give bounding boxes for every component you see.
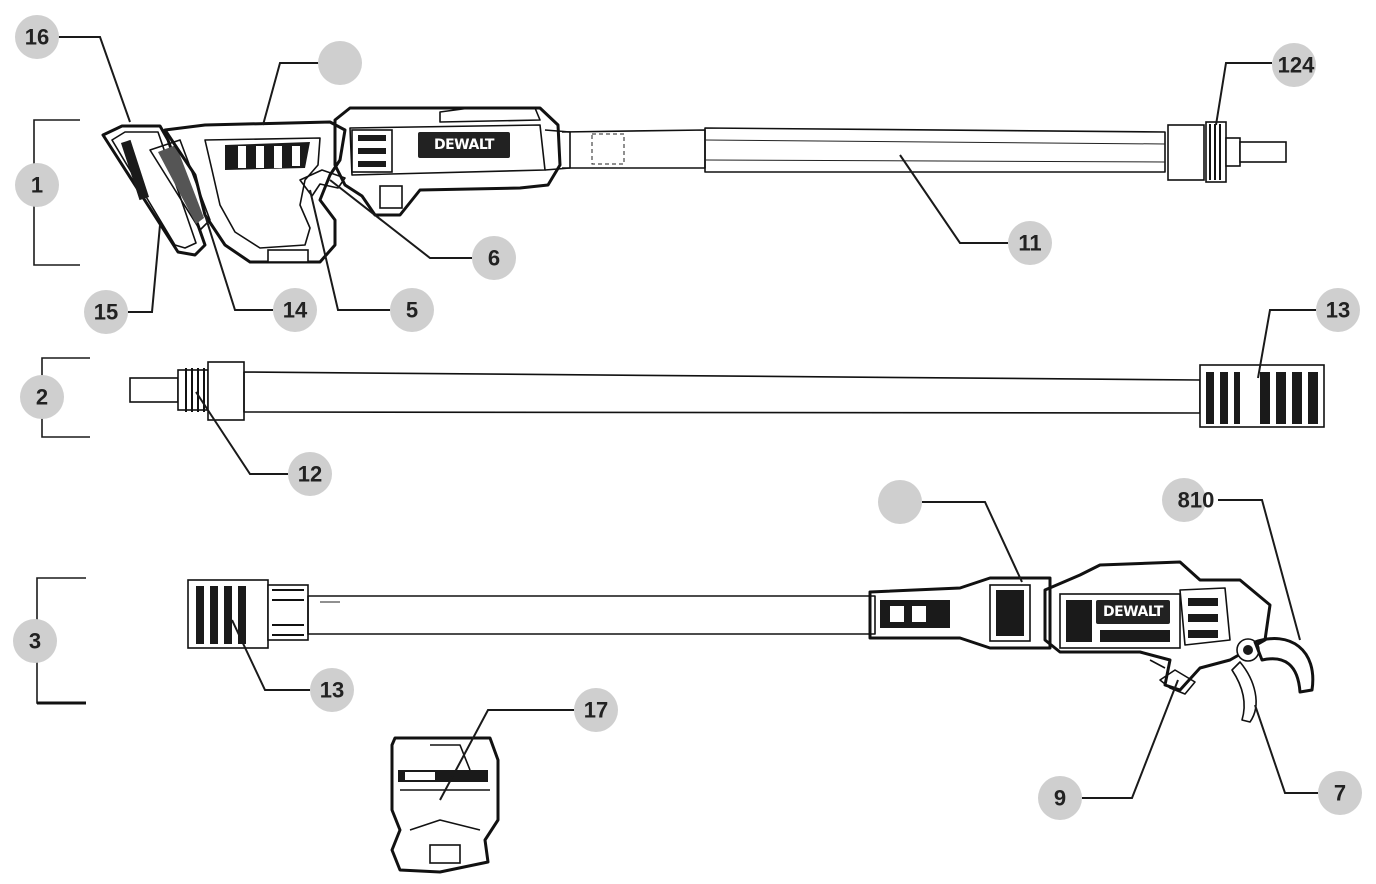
svg-text:810: 810: [1178, 488, 1215, 513]
svg-text:124: 124: [1278, 53, 1315, 78]
callout-17: 17: [574, 688, 618, 732]
callout-blank-top: [318, 41, 362, 85]
svg-text:12: 12: [298, 462, 322, 487]
callout-13-bottom: 13: [310, 668, 354, 712]
callout-blank-bottom: [878, 480, 922, 524]
group-1-bracket: 1: [15, 119, 80, 266]
power-handle-assembly: DEWALT: [101, 106, 1287, 264]
group-3-bracket: 3: [13, 577, 86, 705]
svg-text:5: 5: [406, 298, 418, 323]
svg-text:17: 17: [584, 698, 608, 723]
callout-12: 12: [288, 452, 332, 496]
svg-text:15: 15: [94, 300, 118, 325]
callout-14: 14: [273, 288, 317, 332]
extension-pole: [129, 361, 1325, 428]
callout-124: 124: [1272, 43, 1316, 87]
callout-810: 810: [1162, 478, 1214, 522]
callout-11: 11: [1008, 221, 1052, 265]
group-2-label: 2: [36, 385, 48, 410]
svg-text:13: 13: [1326, 298, 1350, 323]
leader-lines: [56, 36, 1318, 801]
svg-text:16: 16: [25, 25, 49, 50]
callout-7: 7: [1318, 771, 1362, 815]
callout-15: 15: [84, 290, 128, 334]
callout-5: 5: [390, 288, 434, 332]
svg-text:11: 11: [1018, 231, 1041, 256]
pruner-head-assembly: DEWALT: [187, 560, 1315, 723]
brand-logo-lower: DEWALT: [1103, 604, 1164, 620]
group-2-bracket: 2: [20, 357, 90, 438]
callout-9: 9: [1038, 776, 1082, 820]
callout-16: 16: [15, 15, 59, 59]
svg-text:13: 13: [320, 678, 344, 703]
svg-text:9: 9: [1054, 786, 1066, 811]
svg-text:7: 7: [1334, 781, 1346, 806]
brand-logo-upper: DEWALT: [434, 137, 495, 153]
group-3-label: 3: [29, 629, 41, 654]
group-1-label: 1: [31, 173, 43, 198]
strap-guide-part: [390, 736, 500, 874]
svg-text:14: 14: [283, 298, 308, 323]
svg-text:6: 6: [488, 246, 500, 271]
callout-13-top: 13: [1316, 288, 1360, 332]
callout-6: 6: [472, 236, 516, 280]
